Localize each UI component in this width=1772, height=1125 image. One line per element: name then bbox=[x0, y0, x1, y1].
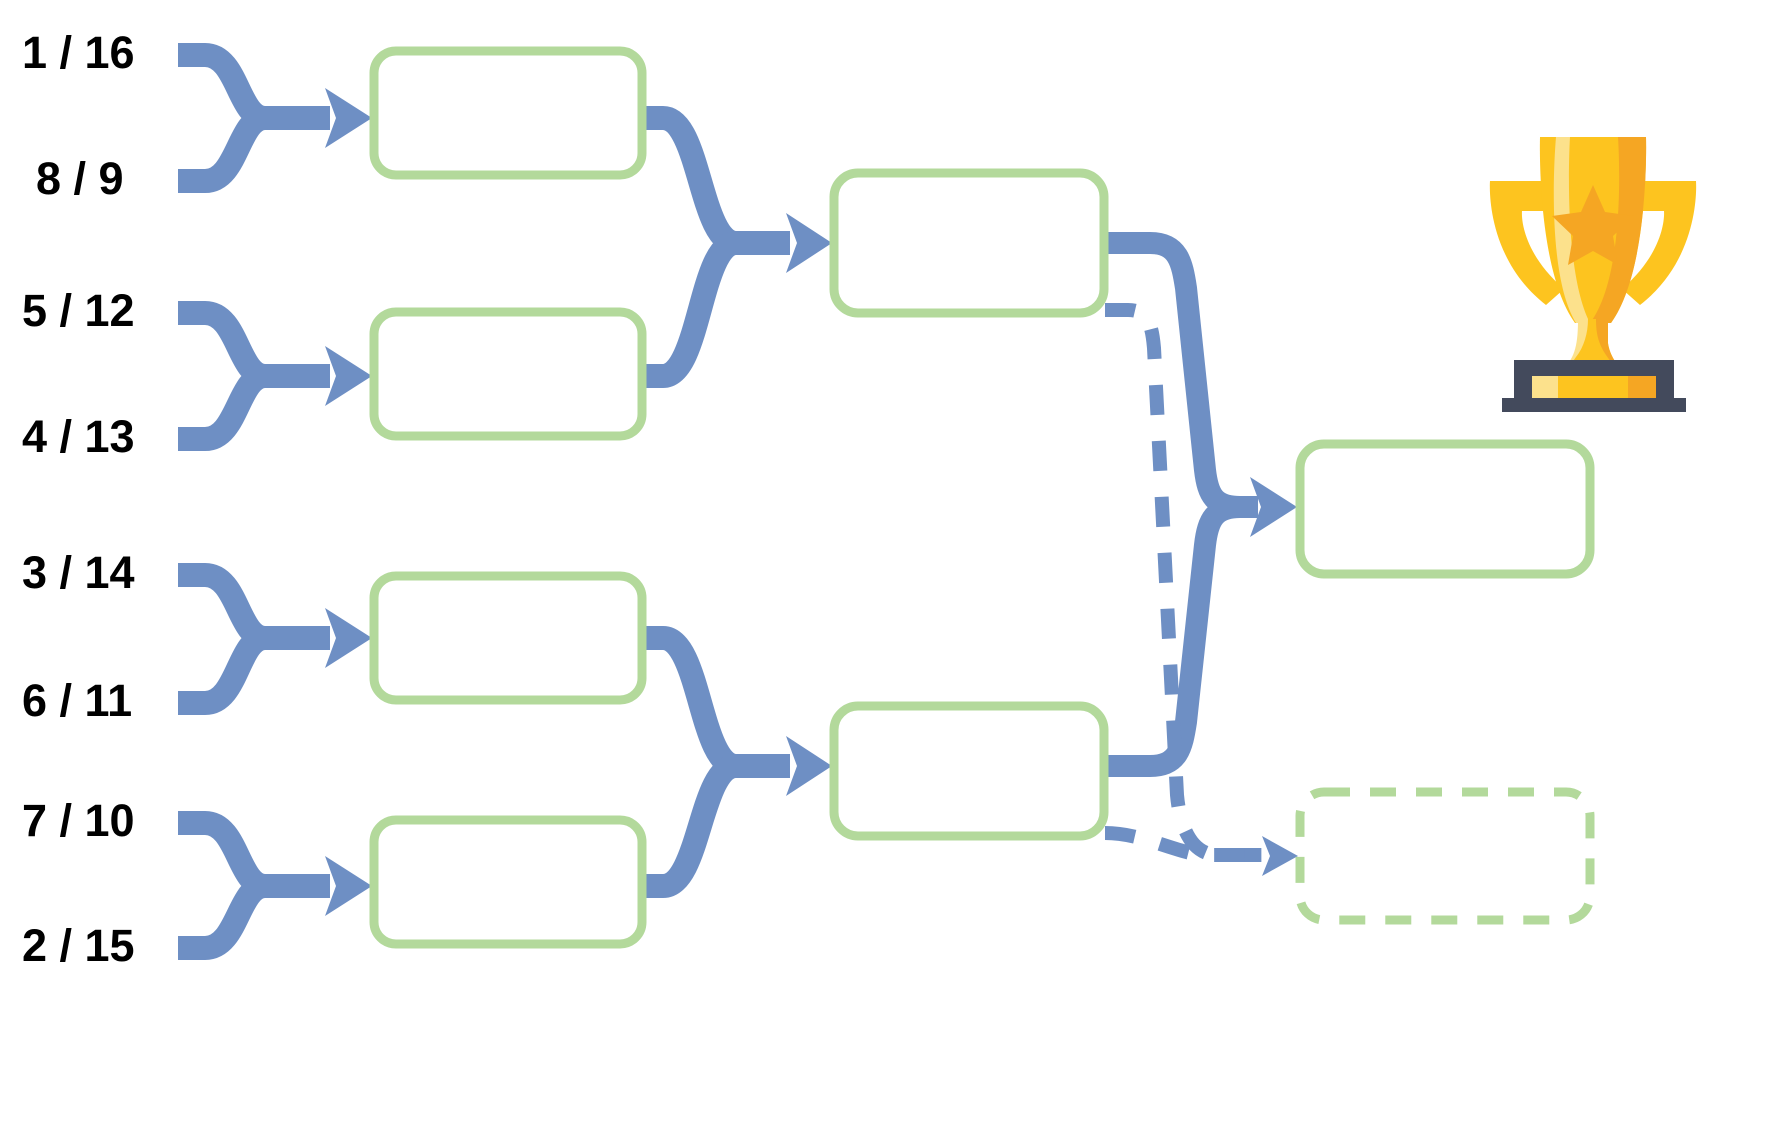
connector-final-winners bbox=[1105, 232, 1297, 777]
semifinal-box-bottom[interactable] bbox=[829, 701, 1109, 841]
connector-r2-match-2 bbox=[640, 626, 832, 898]
seed-label-6: 6 / 11 bbox=[22, 675, 133, 726]
connector-r2-match-1 bbox=[640, 106, 832, 388]
seed-label-5: 3 / 14 bbox=[22, 547, 135, 598]
third-place-box[interactable] bbox=[1295, 787, 1595, 925]
semifinal-box-top[interactable] bbox=[829, 168, 1109, 318]
connector-third-place-losers bbox=[1104, 303, 1298, 876]
r16-match-box-3[interactable] bbox=[369, 571, 647, 705]
connector-r1-match-3 bbox=[178, 563, 372, 715]
connector-r1-match-4 bbox=[178, 811, 372, 960]
star-icon bbox=[1552, 185, 1634, 265]
seed-label-1: 1 / 16 bbox=[22, 27, 135, 78]
seed-label-4: 4 / 13 bbox=[22, 411, 135, 462]
seed-label-2: 8 / 9 bbox=[36, 153, 124, 204]
r16-match-box-4[interactable] bbox=[369, 815, 647, 949]
connector-r1-match-2 bbox=[178, 301, 372, 451]
connector-r1-match-1 bbox=[178, 43, 372, 193]
trophy-icon bbox=[1489, 137, 1697, 412]
r16-match-box-2[interactable] bbox=[369, 307, 647, 441]
seed-label-8: 2 / 15 bbox=[22, 920, 135, 971]
seed-label-3: 5 / 12 bbox=[22, 285, 135, 336]
r16-match-box-1[interactable] bbox=[369, 46, 647, 180]
final-winner-box[interactable] bbox=[1295, 439, 1595, 579]
seed-label-7: 7 / 10 bbox=[22, 795, 135, 846]
